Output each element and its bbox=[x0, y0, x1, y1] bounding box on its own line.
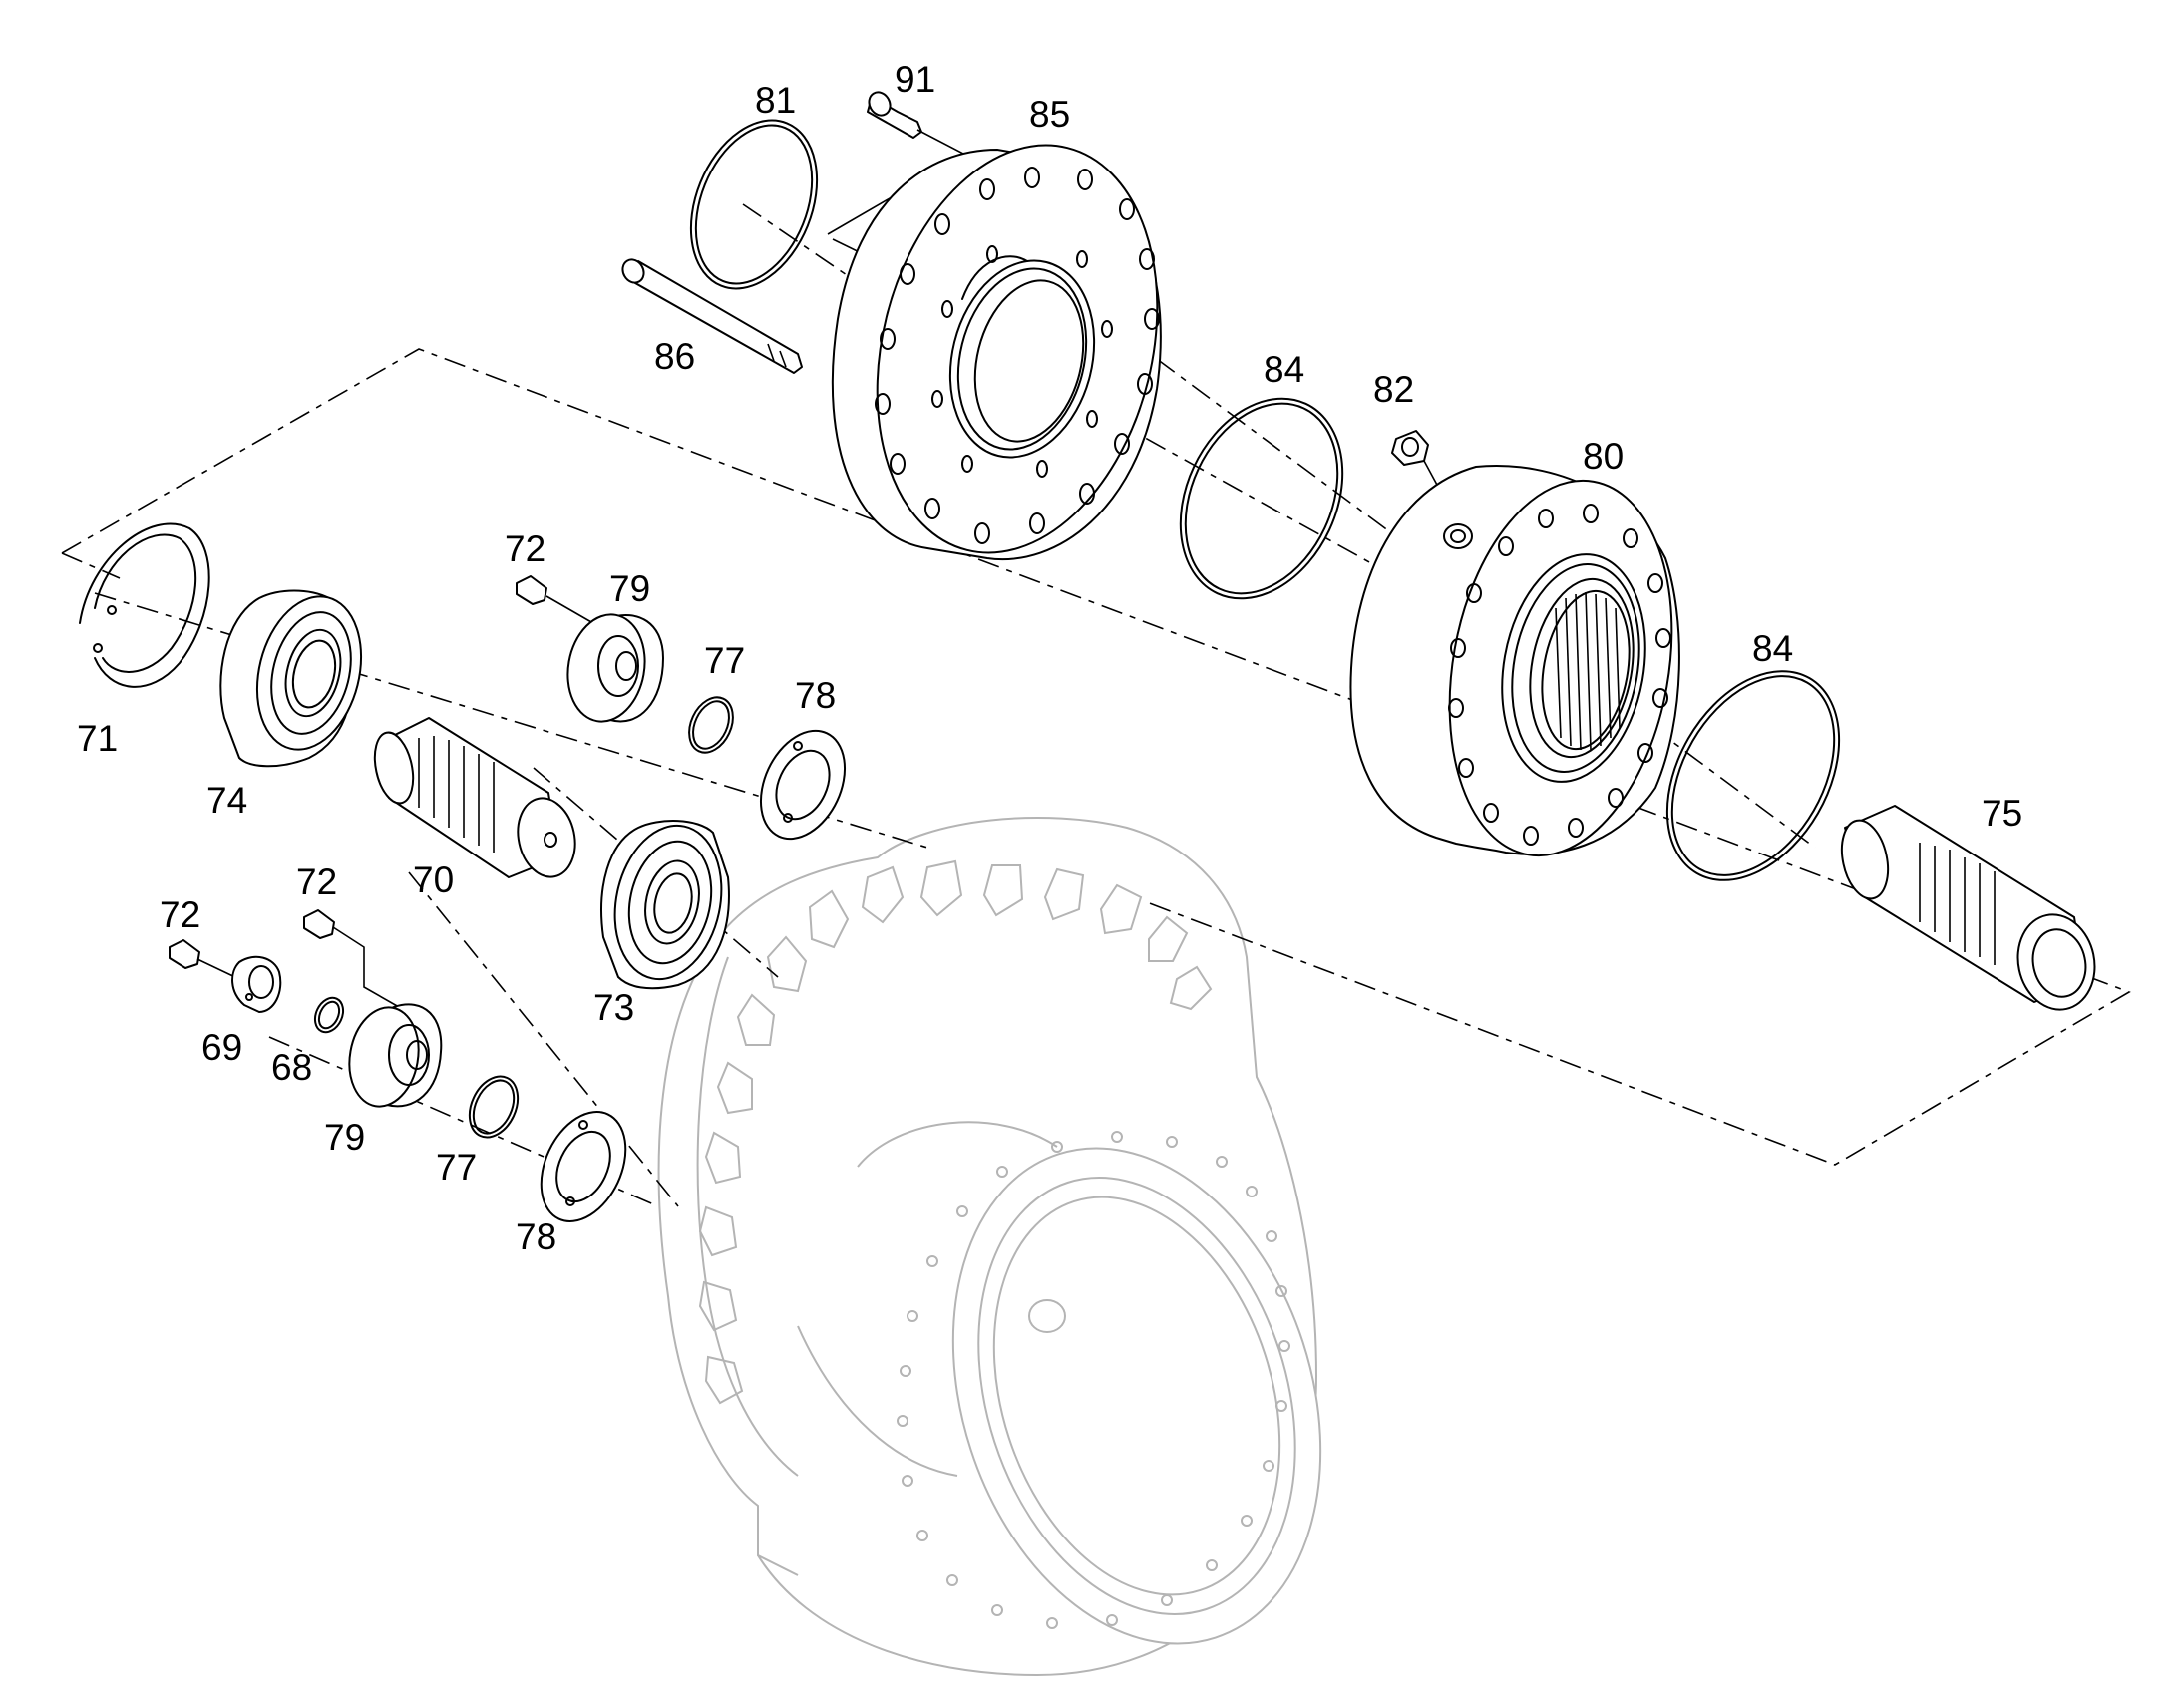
callout-72-lower-left: 72 bbox=[160, 894, 200, 935]
part-79-cover-lower bbox=[348, 1003, 443, 1108]
part-77-o-ring-upper bbox=[688, 696, 734, 754]
callout-86: 86 bbox=[654, 336, 695, 377]
callout-84-lower: 84 bbox=[1752, 628, 1793, 669]
flange-holes bbox=[897, 1131, 1290, 1629]
part-71-snap-ring bbox=[79, 522, 210, 688]
part-72-screw-lower-left bbox=[169, 939, 240, 980]
part-80-hub-housing bbox=[1349, 465, 1680, 857]
callout-80: 80 bbox=[1583, 436, 1624, 477]
part-79-cover-upper bbox=[566, 613, 664, 723]
part-84-o-ring-upper bbox=[1179, 397, 1344, 600]
callout-labels: 81 91 85 86 84 82 80 72 79 77 78 71 74 7… bbox=[77, 59, 2022, 1257]
part-77-o-ring-lower bbox=[468, 1075, 520, 1139]
callout-85: 85 bbox=[1029, 94, 1070, 135]
part-70-pinion-shaft bbox=[373, 717, 576, 878]
callout-78-upper: 78 bbox=[795, 675, 836, 716]
callout-91: 91 bbox=[895, 59, 935, 100]
part-74-bearing bbox=[219, 589, 363, 768]
part-85-cover-flange bbox=[831, 144, 1162, 561]
part-75-shaft bbox=[1840, 805, 2096, 1011]
part-78-shim-upper bbox=[759, 729, 847, 841]
callout-82: 82 bbox=[1373, 369, 1414, 410]
callout-75: 75 bbox=[1982, 793, 2022, 834]
housing-lobes bbox=[698, 859, 1213, 1405]
callout-68: 68 bbox=[271, 1047, 312, 1088]
part-72-screw-lower-right bbox=[303, 909, 400, 1008]
callout-79-upper: 79 bbox=[609, 568, 650, 609]
callout-72-upper: 72 bbox=[505, 528, 545, 569]
callout-69: 69 bbox=[201, 1027, 242, 1068]
callout-77-lower: 77 bbox=[436, 1147, 477, 1188]
part-69-fitting bbox=[231, 955, 282, 1013]
callout-70: 70 bbox=[413, 859, 454, 900]
part-81-o-ring bbox=[689, 119, 819, 290]
shaft-70-gear-teeth bbox=[418, 736, 495, 853]
callout-74: 74 bbox=[206, 780, 247, 821]
part-84-o-ring-lower bbox=[1665, 670, 1841, 881]
part-78-shim-lower bbox=[540, 1111, 627, 1222]
callout-71: 71 bbox=[77, 718, 118, 759]
callout-77-upper: 77 bbox=[704, 640, 745, 681]
hub-bolt-holes bbox=[1448, 504, 1671, 846]
part-68-o-ring bbox=[313, 996, 345, 1034]
part-86-long-bolt bbox=[621, 258, 803, 374]
callout-72-lower-right: 72 bbox=[296, 861, 337, 902]
callout-84-upper: 84 bbox=[1264, 349, 1304, 390]
shaft-75-gear-teeth bbox=[1919, 843, 1996, 965]
part-73-bearing bbox=[600, 820, 730, 990]
callout-79-lower: 79 bbox=[324, 1117, 365, 1158]
callout-81: 81 bbox=[755, 80, 796, 121]
cover-flange-holes bbox=[875, 167, 1160, 544]
housing-outline bbox=[657, 817, 1322, 1677]
callout-78-lower: 78 bbox=[516, 1216, 556, 1257]
part-72-screw-upper bbox=[516, 575, 599, 627]
callout-73: 73 bbox=[593, 987, 634, 1028]
hub-spline-teeth bbox=[1555, 591, 1621, 751]
